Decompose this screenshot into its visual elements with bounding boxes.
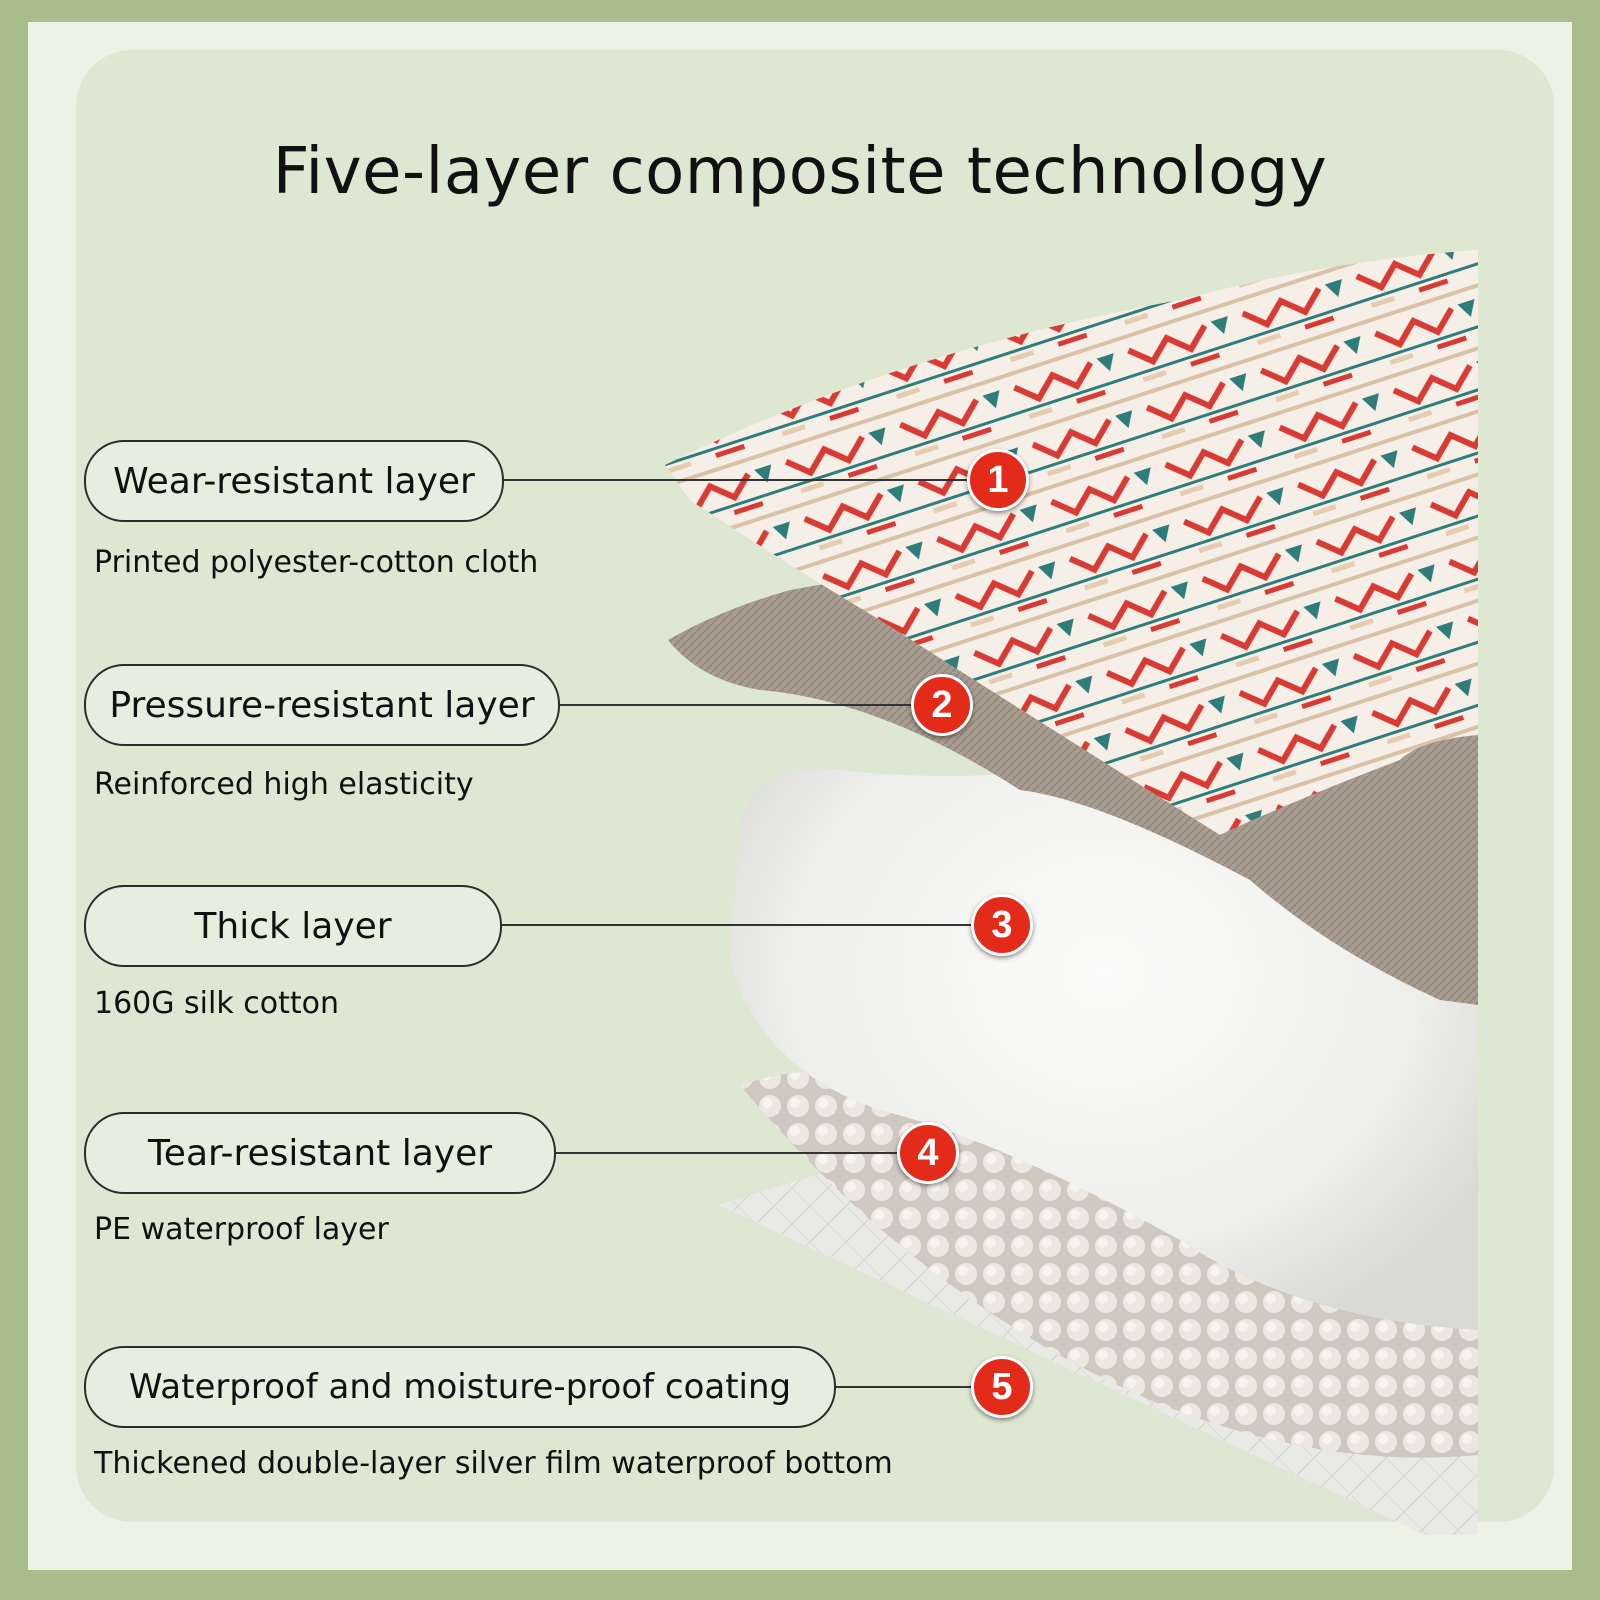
layer-2-description: Reinforced high elasticity bbox=[94, 767, 474, 802]
layer-3-label: Thick layer bbox=[84, 885, 502, 967]
layer-4-badge: 4 bbox=[897, 1122, 959, 1184]
leader-lines bbox=[502, 479, 971, 1388]
page-title: Five-layer composite technology bbox=[272, 135, 1328, 209]
layer-1-label: Wear-resistant layer bbox=[84, 440, 504, 522]
layer-2-badge: 2 bbox=[911, 674, 973, 736]
layer-4-label: Tear-resistant layer bbox=[84, 1112, 556, 1194]
layer-5-description: Thickened double-layer silver film water… bbox=[94, 1446, 893, 1481]
layer-1-printed-cloth bbox=[665, 250, 1478, 835]
layer-5-label: Waterproof and moisture-proof coating bbox=[84, 1346, 836, 1428]
layer-3-description: 160G silk cotton bbox=[94, 986, 339, 1021]
layer-5-badge: 5 bbox=[971, 1356, 1033, 1418]
layer-1-description: Printed polyester-cotton cloth bbox=[94, 545, 539, 580]
layer-3-badge: 3 bbox=[971, 894, 1033, 956]
layer-2-label: Pressure-resistant layer bbox=[84, 664, 560, 746]
layer-4-description: PE waterproof layer bbox=[94, 1212, 389, 1247]
layer-1-badge: 1 bbox=[967, 449, 1029, 511]
